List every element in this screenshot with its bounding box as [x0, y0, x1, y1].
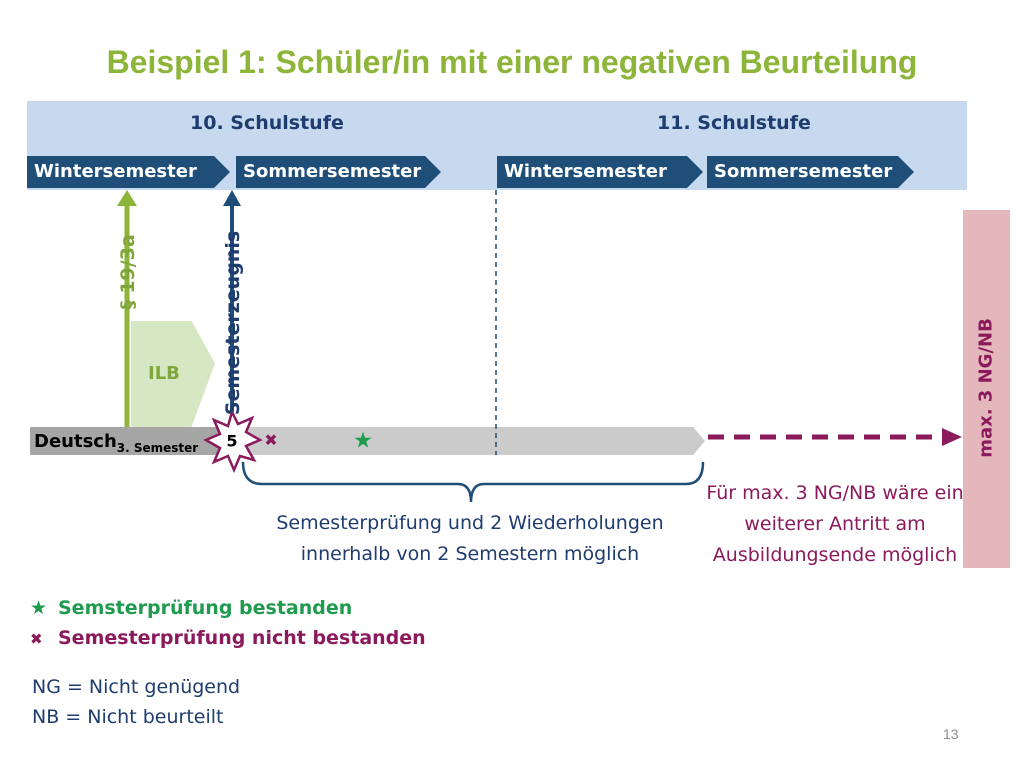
- legend-cross-icon: ✖: [30, 630, 43, 648]
- legend-fail: ✖ Semesterprüfung nicht bestanden: [30, 627, 426, 649]
- semesterzeugnis-label: Semesterzeugnis: [222, 230, 244, 416]
- ilb-label: ILB: [148, 363, 180, 384]
- extension-arrow-head: [942, 428, 962, 446]
- subject-semester: 3. Semester: [116, 441, 199, 455]
- legend-pass-label: Semsterprüfung bestanden: [58, 597, 353, 619]
- abbreviation-ng: NG = Nicht genügend: [32, 676, 241, 698]
- brace-caption: Semesterprüfung und 2 Wiederholungen inn…: [276, 512, 664, 565]
- legend-fail-label: Semesterprüfung nicht bestanden: [58, 627, 426, 649]
- fail-cross-icon: ✖: [264, 430, 278, 450]
- zeugnis-arrow-head: [223, 190, 241, 206]
- legend-pass: ★ Semsterprüfung bestanden: [30, 597, 352, 619]
- abbreviation-nb: NB = Nicht beurteilt: [32, 706, 224, 728]
- grade-value: 5: [226, 431, 238, 451]
- page-number: 13: [943, 726, 959, 742]
- paragraph-label: § 19/3a: [117, 234, 139, 310]
- pass-star-icon: ★: [353, 428, 373, 454]
- grade-starburst: [203, 408, 263, 474]
- max-ng-nb-box: [963, 210, 1010, 568]
- legend-star-icon: ★: [30, 597, 48, 619]
- slide-title: Beispiel 1: Schüler/in mit einer negativ…: [106, 44, 918, 80]
- semester-brace: [241, 461, 705, 503]
- level-11-label: 11. Schulstufe: [657, 112, 811, 134]
- subject-label: Deutsch3. Semester: [34, 431, 198, 455]
- level-10-label: 10. Schulstufe: [190, 112, 344, 134]
- timeline-bar: [240, 427, 705, 455]
- semester-summer-11: Sommersemester: [707, 156, 914, 188]
- semester-winter-10: Wintersemester: [27, 156, 230, 188]
- subject-name: Deutsch: [34, 431, 117, 452]
- semester-winter-11: Wintersemester: [497, 156, 703, 188]
- paragraph-arrow-head: [117, 190, 137, 206]
- semester-summer-10: Sommersemester: [236, 156, 441, 188]
- extension-caption: Für max. 3 NG/NB wäre ein weiterer Antri…: [706, 482, 964, 566]
- subject-box: [30, 427, 240, 455]
